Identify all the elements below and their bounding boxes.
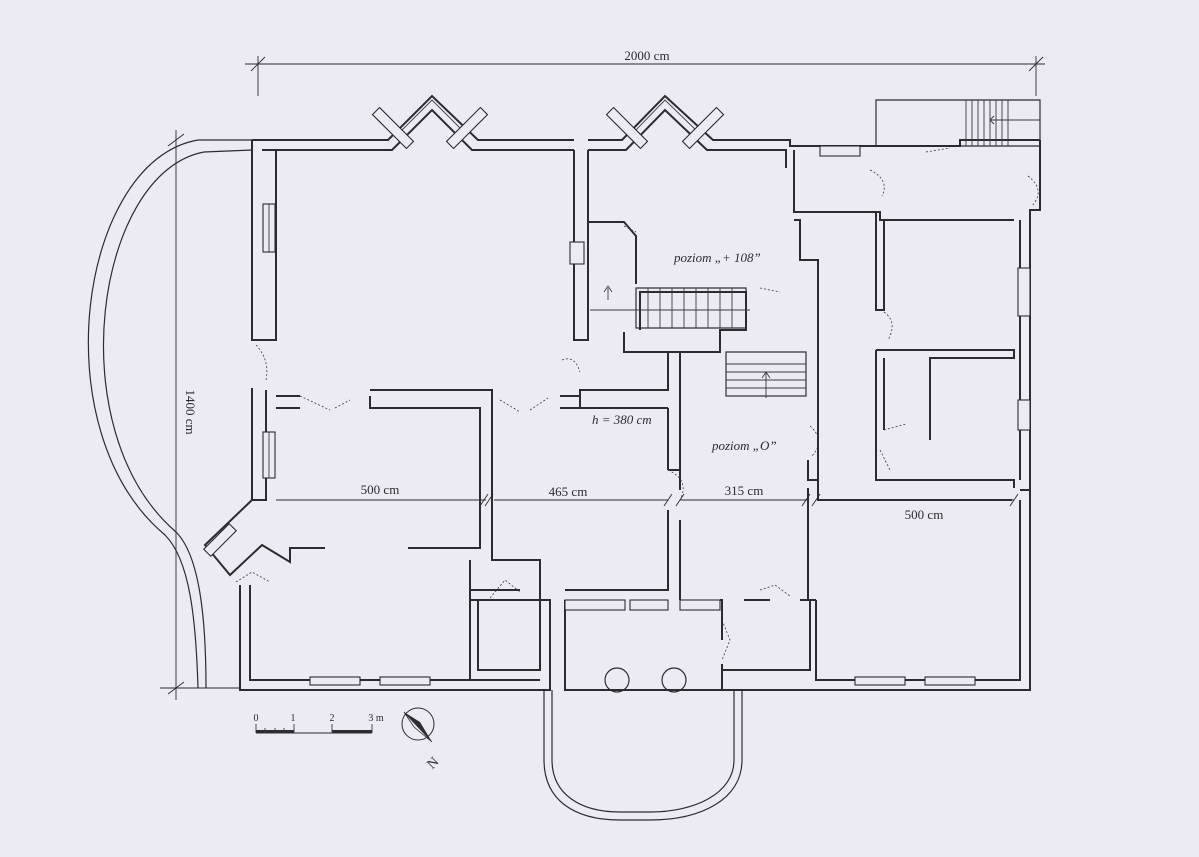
room-width-3: 315 cm	[725, 483, 764, 498]
room-width-1: 500 cm	[361, 482, 400, 497]
stairs-lower	[725, 351, 807, 398]
left-terrace-arc	[87, 139, 253, 689]
scale-tick-1: 1	[291, 713, 296, 724]
ceiling-height-label: h = 380 cm	[592, 412, 652, 427]
scale-tick-2: 2	[330, 713, 335, 724]
top-width-label: 2000 cm	[624, 48, 669, 63]
windows	[202, 106, 1031, 686]
north-arrow-icon: N	[401, 707, 443, 773]
scale-bar: 0 1 2 3 m	[254, 713, 384, 734]
exterior-walls	[203, 94, 1041, 691]
room-width-2: 465 cm	[549, 484, 588, 499]
door-swings	[235, 147, 1039, 661]
scale-tick-3: 3 m	[368, 713, 384, 724]
north-label: N	[425, 755, 443, 773]
interior-walls	[276, 150, 1015, 680]
left-height-label: 1400 cm	[183, 389, 198, 434]
scale-tick-0: 0	[254, 713, 259, 724]
top-dimension: 2000 cm	[245, 48, 1045, 96]
level-ground-label: poziom „O”	[711, 438, 777, 453]
room-dimension-lines	[276, 493, 1019, 507]
entrance-terrace	[543, 667, 743, 821]
room-width-4: 500 cm	[905, 507, 944, 522]
stairs-upper	[590, 285, 750, 329]
left-dimension: 1400 cm	[160, 130, 240, 700]
level-upper-label: poziom „+ 108”	[673, 250, 761, 265]
